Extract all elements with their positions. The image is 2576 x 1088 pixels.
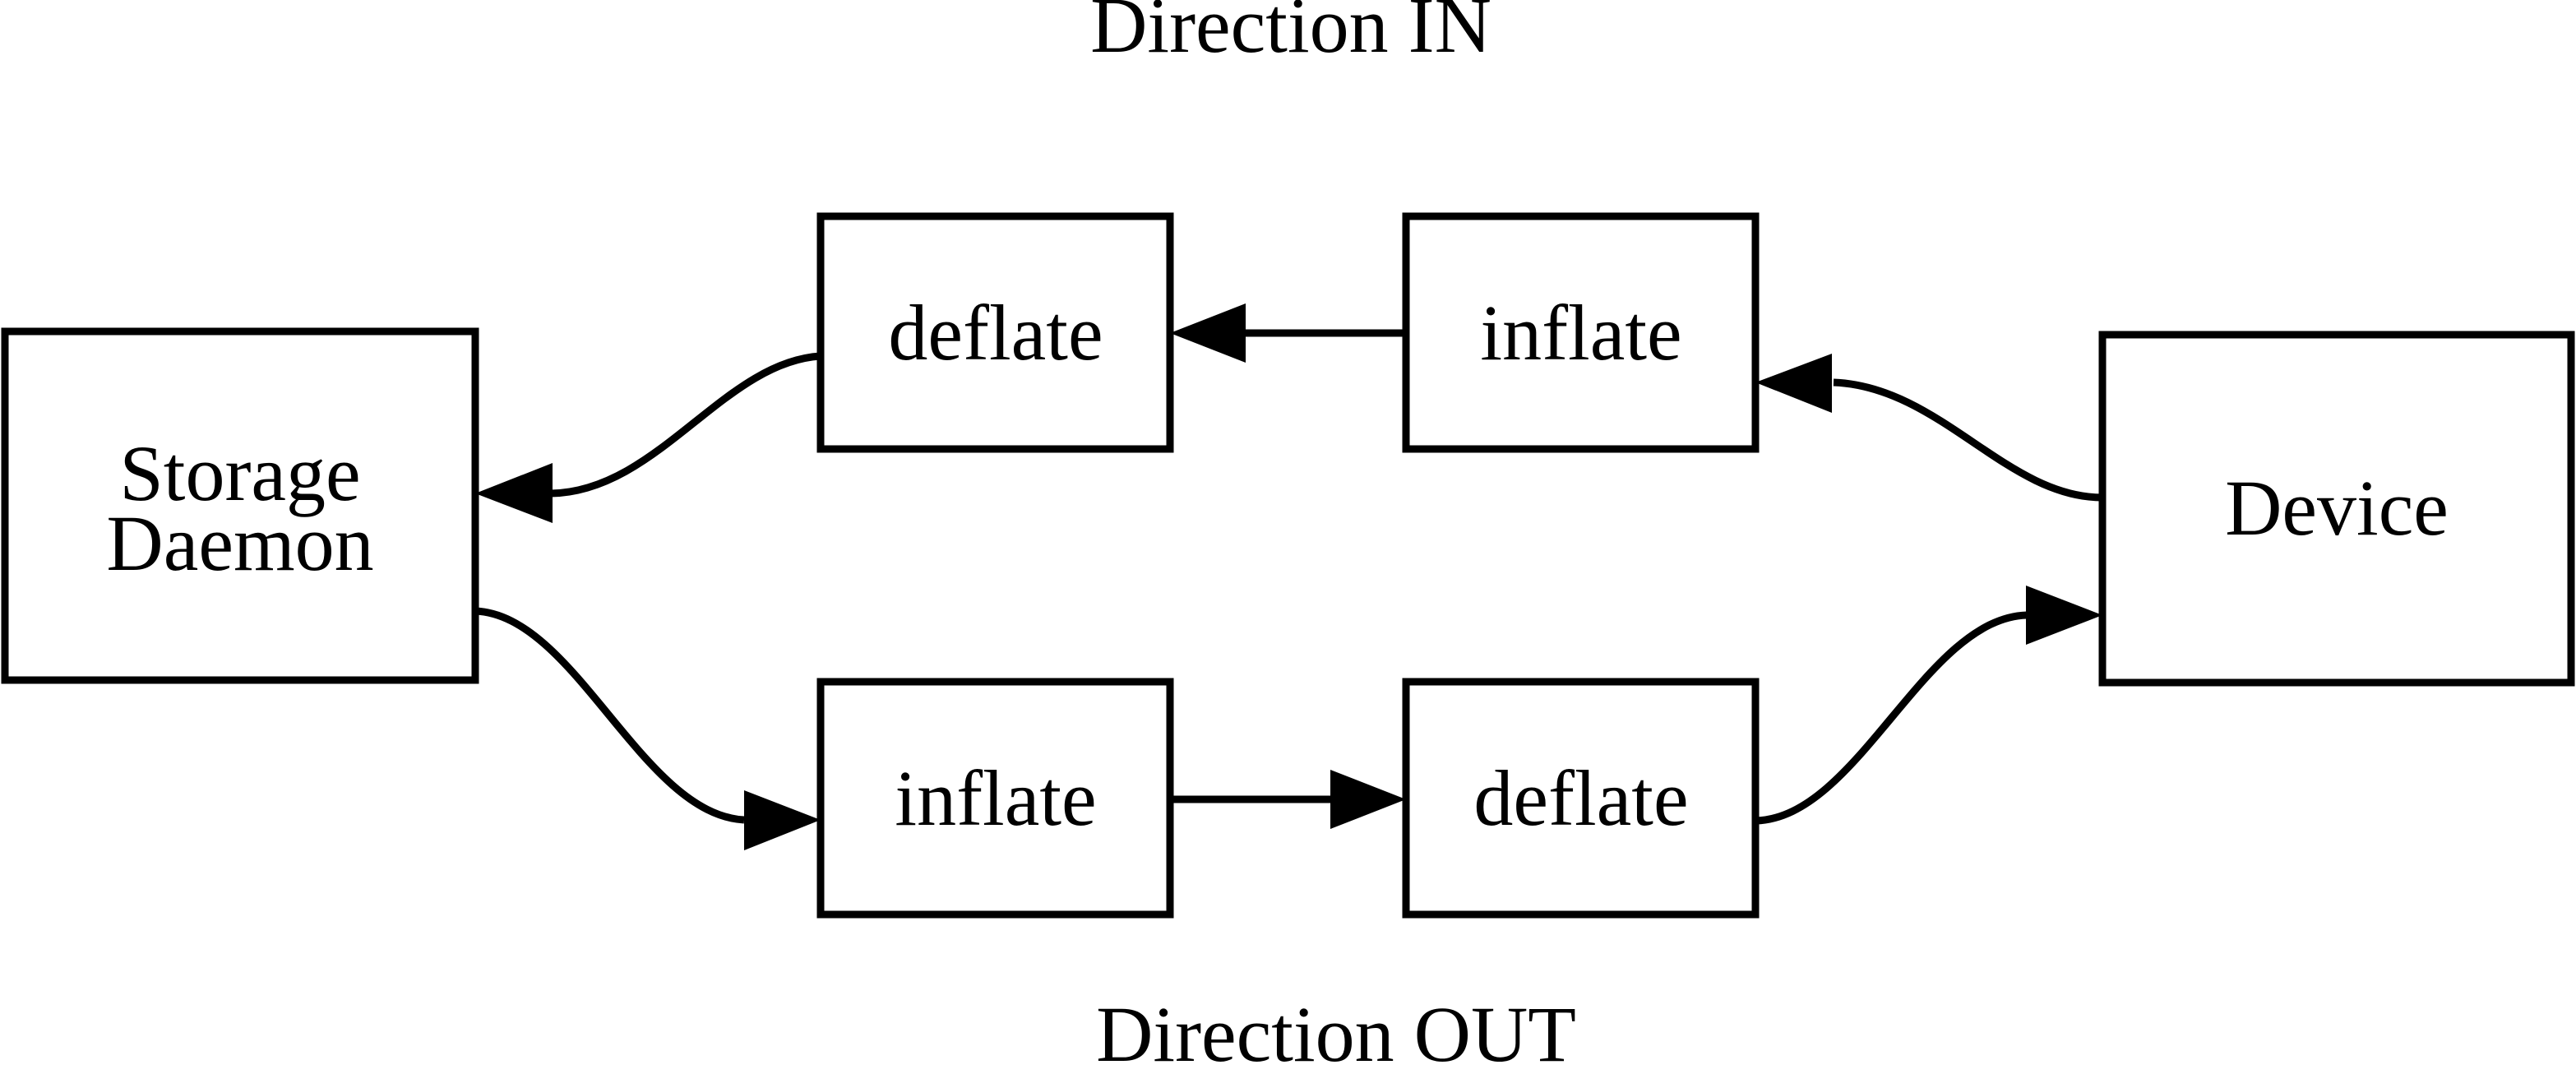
arrowhead-right-into-device bbox=[2026, 586, 2102, 645]
edge-storage-to-inflate-out bbox=[474, 607, 821, 850]
node-storage-daemon-label-line1: Storage bbox=[119, 429, 360, 517]
node-inflate-in-label: inflate bbox=[1480, 289, 1681, 377]
caption-direction-in: Direction IN bbox=[1090, 0, 1491, 69]
edge-storage-to-inflate-out-line bbox=[474, 607, 745, 824]
node-deflate-in-label: deflate bbox=[888, 289, 1103, 377]
arrowhead-right-into-deflate-out bbox=[1330, 770, 1406, 829]
node-deflate-out[interactable]: deflate bbox=[1402, 678, 1760, 919]
arrowhead-left-into-inflate-in bbox=[1755, 354, 1832, 413]
node-inflate-in-box[interactable] bbox=[1402, 212, 1760, 453]
node-storage-daemon-box[interactable] bbox=[1, 327, 479, 684]
node-device[interactable]: Device bbox=[2098, 331, 2575, 687]
arrowhead-left-into-deflate-in bbox=[1170, 303, 1246, 363]
node-device-box[interactable] bbox=[2098, 331, 2575, 687]
arrowhead-left-into-storage-daemon bbox=[475, 463, 553, 523]
node-device-label: Device bbox=[2225, 464, 2449, 552]
node-deflate-in[interactable]: deflate bbox=[816, 212, 1174, 453]
caption-direction-out: Direction OUT bbox=[1096, 990, 1576, 1078]
node-deflate-out-box[interactable] bbox=[1402, 678, 1760, 919]
node-deflate-in-box[interactable] bbox=[816, 212, 1174, 453]
edge-deflate-out-to-device bbox=[1755, 586, 2102, 825]
edge-deflate-in-to-storage bbox=[475, 352, 821, 523]
node-deflate-out-label: deflate bbox=[1473, 754, 1688, 842]
arrowhead-right-into-inflate-out bbox=[744, 790, 821, 850]
node-inflate-out[interactable]: inflate bbox=[816, 678, 1174, 919]
edge-inflate-in-to-deflate-in bbox=[1170, 303, 1406, 363]
edge-inflate-out-to-deflate-out bbox=[1170, 770, 1406, 829]
edge-device-to-inflate-in-line bbox=[1833, 378, 2103, 502]
edge-deflate-out-to-device-line bbox=[1755, 611, 2028, 825]
node-inflate-in[interactable]: inflate bbox=[1402, 212, 1760, 453]
node-storage-daemon[interactable]: Storage Daemon bbox=[1, 327, 479, 684]
edge-device-to-inflate-in bbox=[1755, 354, 2103, 502]
node-inflate-out-box[interactable] bbox=[816, 678, 1174, 919]
edge-deflate-in-to-storage-line bbox=[550, 352, 821, 498]
node-inflate-out-label: inflate bbox=[895, 754, 1096, 842]
node-storage-daemon-label-line2: Daemon bbox=[106, 499, 373, 587]
